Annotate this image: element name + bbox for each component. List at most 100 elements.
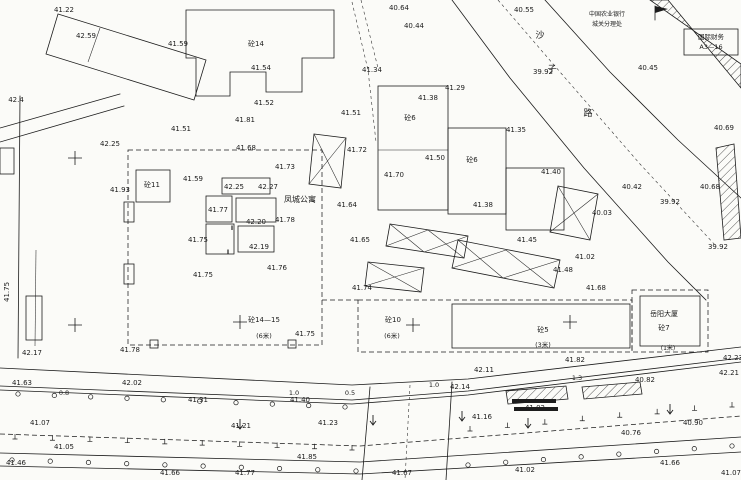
building-structure-label: 砼6: [466, 155, 478, 164]
map-label: A3—16: [699, 43, 722, 51]
pole-symbol: [617, 412, 623, 418]
pole-symbol: [729, 402, 735, 408]
parcels: [123, 149, 709, 353]
spot-elevation: 41.38: [418, 94, 438, 102]
flow-arrow-icon: [236, 419, 244, 430]
spot-elevation: 41.48: [553, 266, 573, 274]
pole-symbol: [349, 445, 355, 451]
spot-elevation: 41.59: [183, 175, 203, 183]
spot-elevation: 41.77: [235, 469, 255, 477]
survey-cross: [406, 318, 420, 332]
tree-symbol: [124, 461, 130, 467]
flow-arrow-icon: [458, 411, 466, 422]
spot-elevation: 41.75: [193, 271, 213, 279]
pole-symbol: [274, 442, 280, 448]
spot-elevation: 41.02: [525, 404, 545, 412]
width-annotation: (3米): [535, 340, 551, 349]
flow-arrow-icon: [666, 404, 674, 415]
tree-symbol: [691, 446, 697, 452]
spot-elevation: 41.65: [350, 236, 370, 244]
pole-symbol: [504, 422, 510, 428]
spot-elevation: 41.38: [473, 201, 493, 209]
spot-elevation: 41.75: [3, 282, 11, 302]
parcel-fengcheng: [127, 149, 323, 346]
pole-symbol: [124, 437, 130, 444]
spot-elevation: 42.59: [76, 32, 96, 40]
pole-symbol: [162, 438, 168, 445]
spot-elevation: 40.76: [621, 429, 642, 437]
spot-elevation: 41.76: [267, 264, 288, 272]
spot-elevation: 41.72: [347, 146, 367, 154]
spot-elevation: 42.20: [246, 218, 266, 226]
spot-elevation: 42.17: [22, 349, 42, 357]
spot-elevation: 40.55: [514, 6, 534, 14]
building-strip-bottom: [451, 303, 631, 349]
survey-cross: [68, 318, 82, 332]
spot-elevation: 41.21: [231, 422, 251, 430]
tree-symbol: [315, 467, 321, 473]
buildings: [0, 9, 701, 349]
culvert-bar: [514, 407, 558, 411]
annotation-symbols: [654, 5, 739, 56]
hatch-band-right-edge: [715, 143, 741, 241]
tree-symbol: [306, 403, 312, 409]
street-name-char: 路: [583, 107, 592, 119]
building-name-label: 岳阳大厦: [650, 309, 678, 318]
building-structure-label: 砼7: [658, 323, 669, 332]
survey-cross: [233, 315, 247, 329]
pole-symbol: [312, 443, 318, 450]
arrows-layer: [236, 404, 674, 430]
spot-elevation: 42.11: [474, 366, 494, 374]
survey-cross: [68, 151, 82, 165]
building-t11: [135, 169, 171, 203]
tree-symbol: [200, 463, 206, 469]
building-structure-label: 砼14—15: [248, 315, 280, 324]
width-annotation: (6米): [384, 331, 400, 340]
spot-elevation: 41.78: [120, 346, 140, 354]
tree-symbol: [85, 459, 91, 465]
tree-symbol: [342, 404, 348, 410]
pole-symbol: [49, 435, 55, 441]
tree-symbol: [465, 462, 471, 468]
street-name-char: 沙: [535, 30, 544, 41]
tree-symbol: [9, 457, 15, 463]
building-stepped-top: [185, 9, 335, 97]
spot-elevation: 40.44: [404, 22, 425, 30]
flow-arrow-icon: [369, 415, 377, 426]
building-name-label: 中国农业银行: [589, 10, 625, 18]
spot-elevation: 41.64: [337, 201, 358, 209]
tree-symbol: [269, 401, 275, 407]
spot-elevation: 41.59: [168, 40, 188, 48]
tree-symbol: [88, 394, 94, 400]
sheds: [308, 133, 561, 293]
spot-elevation: 41.52: [254, 99, 274, 107]
pole-symbol: [12, 434, 18, 440]
tree-symbol: [15, 391, 21, 397]
width-annotation: (1米): [661, 344, 676, 352]
spot-elevation: 41.73: [275, 163, 295, 171]
trees-layer: [9, 391, 735, 474]
culvert-bar: [512, 399, 556, 403]
crosses-layer: [68, 151, 577, 332]
spot-elevation: 41.74: [352, 284, 373, 292]
parcel-yueyang: [631, 289, 709, 353]
road-network: [0, 93, 741, 480]
spot-elevation: 41.77: [208, 206, 228, 214]
street-name-char: 子: [547, 64, 556, 75]
diagonal-road: [351, 0, 741, 301]
flow-arrow-icon: [524, 418, 532, 429]
spot-elevation: 41.29: [445, 84, 465, 92]
spot-elevation: 41.31: [188, 396, 208, 404]
spot-elevation: 41.07: [30, 419, 50, 427]
spot-elevation: 40.68: [700, 183, 720, 191]
spot-elevation: 41.23: [318, 419, 338, 427]
spot-elevation: 41.54: [251, 64, 272, 72]
spot-elevation: 40.42: [622, 183, 642, 191]
tree-symbol: [238, 464, 244, 470]
spot-elevation: 41.75: [295, 330, 315, 338]
tree-symbol: [654, 448, 660, 454]
spot-elevation: 40.82: [635, 376, 655, 384]
pole-symbol: [579, 415, 585, 422]
